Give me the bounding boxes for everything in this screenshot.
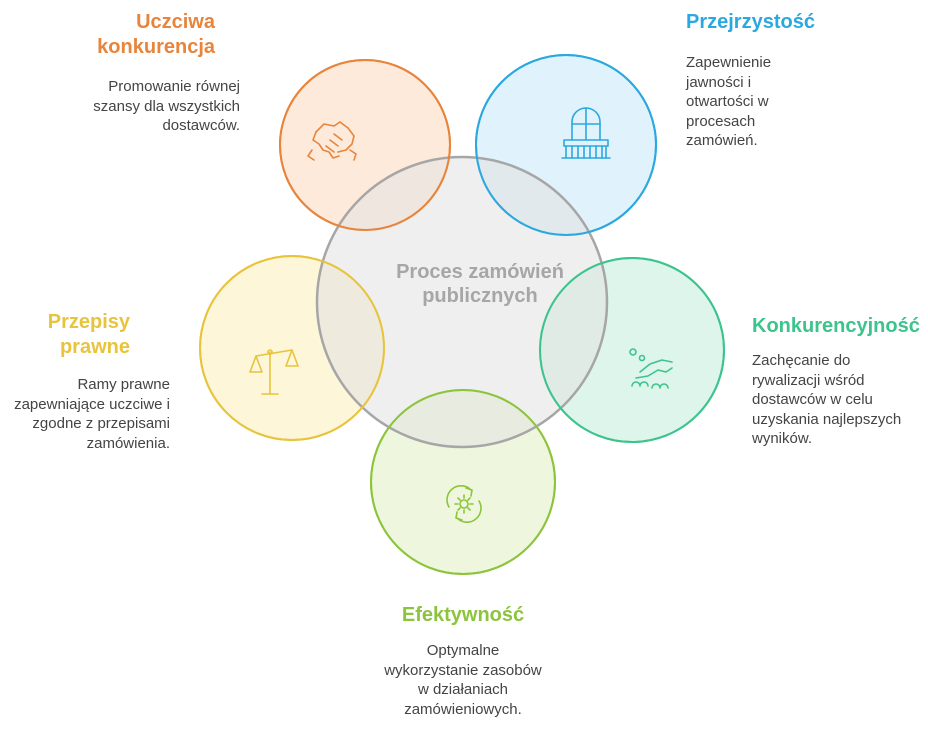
desc-przepisy-prawne: Ramy prawne zapewniające uczciwe i zgodn… — [14, 376, 170, 452]
center-title: Proces zamówień publicznych — [396, 261, 564, 307]
scales-icon — [249, 349, 299, 395]
circle-outline-przepisy-prawne — [199, 255, 385, 441]
desc-konkurencyjnosc: Zachęcanie do rywalizacji wśród dostawcó… — [752, 352, 902, 447]
title-konkurencyjnosc: Konkurencyjność — [752, 315, 920, 337]
circle-outline-przejrzystosc — [475, 54, 657, 236]
title-uczciwa-konkurencja: Uczciwa konkurencja — [97, 11, 215, 58]
window-balcony-icon — [561, 107, 611, 159]
desc-uczciwa-konkurencja: Promowanie równej szansy dla wszystkich … — [93, 78, 240, 134]
hand-wash-icon — [629, 348, 673, 389]
desc-efektywnosc: Optymalne wykorzystanie zasobów w działa… — [384, 642, 542, 718]
title-przejrzystosc: Przejrzystość — [686, 11, 815, 33]
title-efektywnosc: Efektywność — [401, 604, 525, 626]
gear-cycle-icon — [446, 485, 482, 523]
title-przepisy-prawne: Przepisy prawne — [47, 311, 130, 358]
circle-outline-efektywnosc — [370, 389, 556, 575]
handshake-icon — [307, 121, 357, 161]
desc-przejrzystosc: Zapewnienie jawności i otwartości w proc… — [686, 54, 772, 149]
circle-outline-uczciwa-konkurencja — [279, 59, 451, 231]
circle-outline-konkurencyjnosc — [539, 257, 725, 443]
